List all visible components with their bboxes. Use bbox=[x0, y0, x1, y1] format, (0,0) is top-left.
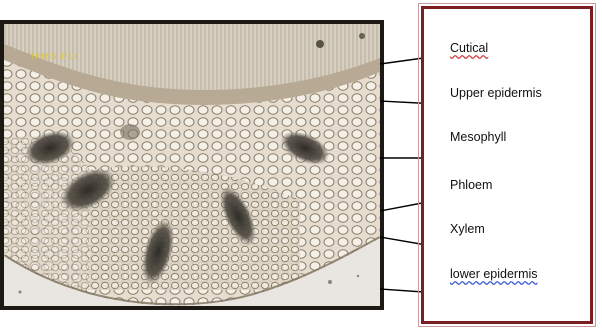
label-upper-epidermis: Upper epidermis bbox=[450, 86, 542, 100]
label-mesophyll: Mesophyll bbox=[450, 130, 506, 144]
label-phloem: Phloem bbox=[450, 178, 492, 192]
leaf-cross-section-micrograph bbox=[0, 20, 384, 310]
label-xylem: Xylem bbox=[450, 222, 485, 236]
label-cutical: Cutical bbox=[450, 41, 488, 55]
micrograph-image bbox=[0, 20, 384, 310]
label-panel: Cutical Upper epidermis Mesophyll Phloem… bbox=[421, 6, 593, 324]
label-lower-epidermis: lower epidermis bbox=[450, 267, 538, 281]
micrograph-watermark: TIMES 4/10 bbox=[30, 52, 77, 61]
